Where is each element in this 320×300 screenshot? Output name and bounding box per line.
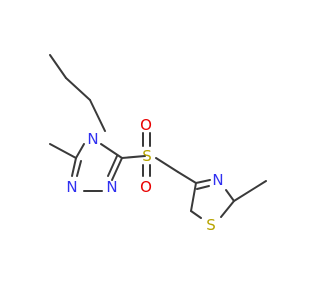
bond (71, 157, 77, 177)
bond (190, 210, 202, 219)
bond-lines (49, 54, 267, 219)
bond (107, 155, 118, 177)
bond (195, 179, 211, 184)
bond (220, 200, 235, 218)
atom-labels: N N N S O O N S (66, 116, 223, 234)
bond (111, 157, 123, 181)
bond (196, 185, 210, 190)
bond (49, 143, 77, 159)
atom-nitrogen: N (66, 178, 77, 196)
atom-oxygen: O (140, 116, 152, 134)
bond (76, 160, 82, 177)
bond (177, 171, 197, 184)
atom-oxygen: O (140, 178, 152, 196)
atom-sulfur: S (206, 216, 216, 234)
atom-nitrogen: N (212, 171, 223, 189)
atom-nitrogen: N (106, 178, 117, 196)
atom-nitrogen: N (87, 130, 98, 148)
bond (233, 180, 267, 202)
bond (155, 157, 179, 173)
atom-sulfur: S (142, 147, 152, 165)
bond (75, 143, 85, 159)
molecule-structure: N N N S O O N S (49, 54, 267, 234)
bond (49, 54, 67, 79)
bond (65, 77, 91, 101)
bond (121, 155, 146, 159)
bond (100, 143, 123, 159)
bond (89, 99, 106, 132)
bond (225, 189, 235, 202)
bond (190, 182, 197, 212)
